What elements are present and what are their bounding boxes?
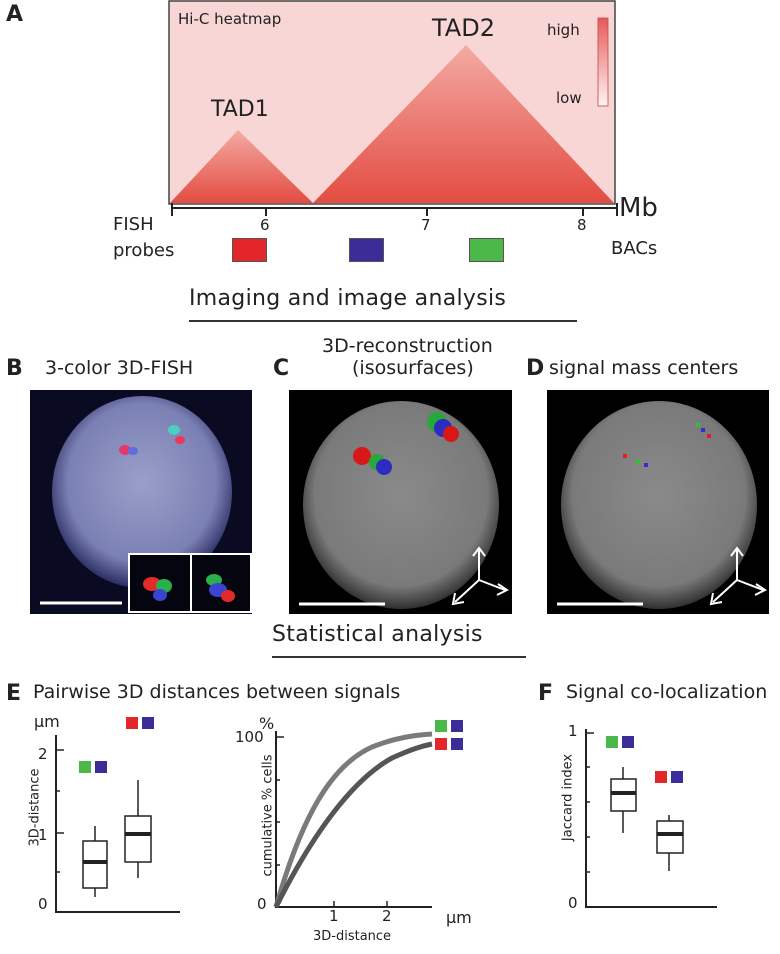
- panel-c-label: C: [273, 356, 290, 381]
- boxplot-ytick-1: 1: [38, 826, 48, 844]
- jaccard-boxplot: [585, 729, 717, 908]
- cumulative-plot: [273, 720, 463, 909]
- imaging-section-underline: [189, 320, 577, 322]
- panel-e-label: E: [6, 681, 22, 706]
- jaccard-ylabel: Jaccard index: [560, 753, 576, 842]
- jaccard-ytick-0: 0: [568, 894, 578, 912]
- tad2-triangle: [313, 45, 614, 203]
- genomic-axis: [171, 203, 618, 216]
- panel-b-title: 3-color 3D-FISH: [45, 357, 194, 379]
- tad1-triangle: [170, 130, 313, 203]
- probe-green: [469, 238, 504, 262]
- cumulative-curve-red-blue: [273, 741, 433, 909]
- axis-tick-7: 7: [421, 216, 431, 234]
- panel-c-title-line2: (isosurfaces): [352, 357, 474, 379]
- panel-a-label: A: [6, 2, 24, 27]
- fish-nucleus-image: [40, 396, 252, 613]
- isosurface-nucleus-image: [299, 401, 509, 609]
- axis-tick-8: 8: [577, 216, 587, 234]
- boxplot-ytick-0: 0: [38, 895, 48, 913]
- panel-f-title: Signal co-localization: [566, 681, 768, 703]
- legend-high-label: high: [547, 21, 580, 39]
- jaccard-ytick-1: 1: [568, 722, 578, 740]
- panel-c-title-line1: 3D-reconstruction: [322, 335, 493, 357]
- cumulative-xunit: μm: [446, 908, 472, 927]
- axis-tick-6: 6: [260, 216, 270, 234]
- cumulative-xtick-2: 2: [382, 907, 392, 925]
- distance-boxplot: [55, 717, 180, 913]
- boxplot-unit: μm: [34, 712, 60, 731]
- isosurface-image-panel: [289, 390, 512, 614]
- panel-b-label: B: [6, 356, 23, 381]
- heatmap-title: Hi-C heatmap: [178, 10, 282, 28]
- panel-d-title: signal mass centers: [549, 357, 739, 379]
- probe-blue: [349, 238, 384, 262]
- boxplot-ytick-2: 2: [38, 745, 48, 763]
- mass-centers-nucleus-image: [557, 401, 767, 609]
- tad1-label: TAD1: [211, 97, 269, 122]
- panel-e-title: Pairwise 3D distances between signals: [33, 681, 401, 703]
- cumulative-ytick-0: 0: [257, 895, 267, 913]
- imaging-section-title: Imaging and image analysis: [189, 286, 507, 311]
- bacs-label: BACs: [611, 238, 658, 259]
- tad2-label: TAD2: [432, 14, 495, 42]
- stats-section-title: Statistical analysis: [272, 622, 483, 647]
- probe-red: [232, 238, 267, 262]
- fish-image-panel: [30, 390, 252, 614]
- panel-d-label: D: [526, 356, 545, 381]
- fish-probes-label-line1: FISH: [113, 214, 154, 235]
- cumulative-xtick-1: 1: [329, 907, 339, 925]
- hic-heatmap: [168, 0, 616, 205]
- cumulative-ytick-100: 100: [235, 728, 264, 746]
- cumulative-curve-green-blue: [273, 731, 433, 908]
- cumulative-unit: %: [259, 714, 275, 733]
- mass-centers-image-panel: [547, 390, 769, 614]
- fish-probes-label-line2: probes: [113, 240, 175, 261]
- axis-unit-mb: Mb: [619, 193, 658, 223]
- cumulative-xlabel: 3D-distance: [313, 929, 392, 944]
- legend-gradient-bar: [597, 17, 609, 107]
- legend-low-label: low: [556, 89, 582, 107]
- stats-section-underline: [272, 656, 526, 658]
- panel-f-label: F: [538, 681, 554, 706]
